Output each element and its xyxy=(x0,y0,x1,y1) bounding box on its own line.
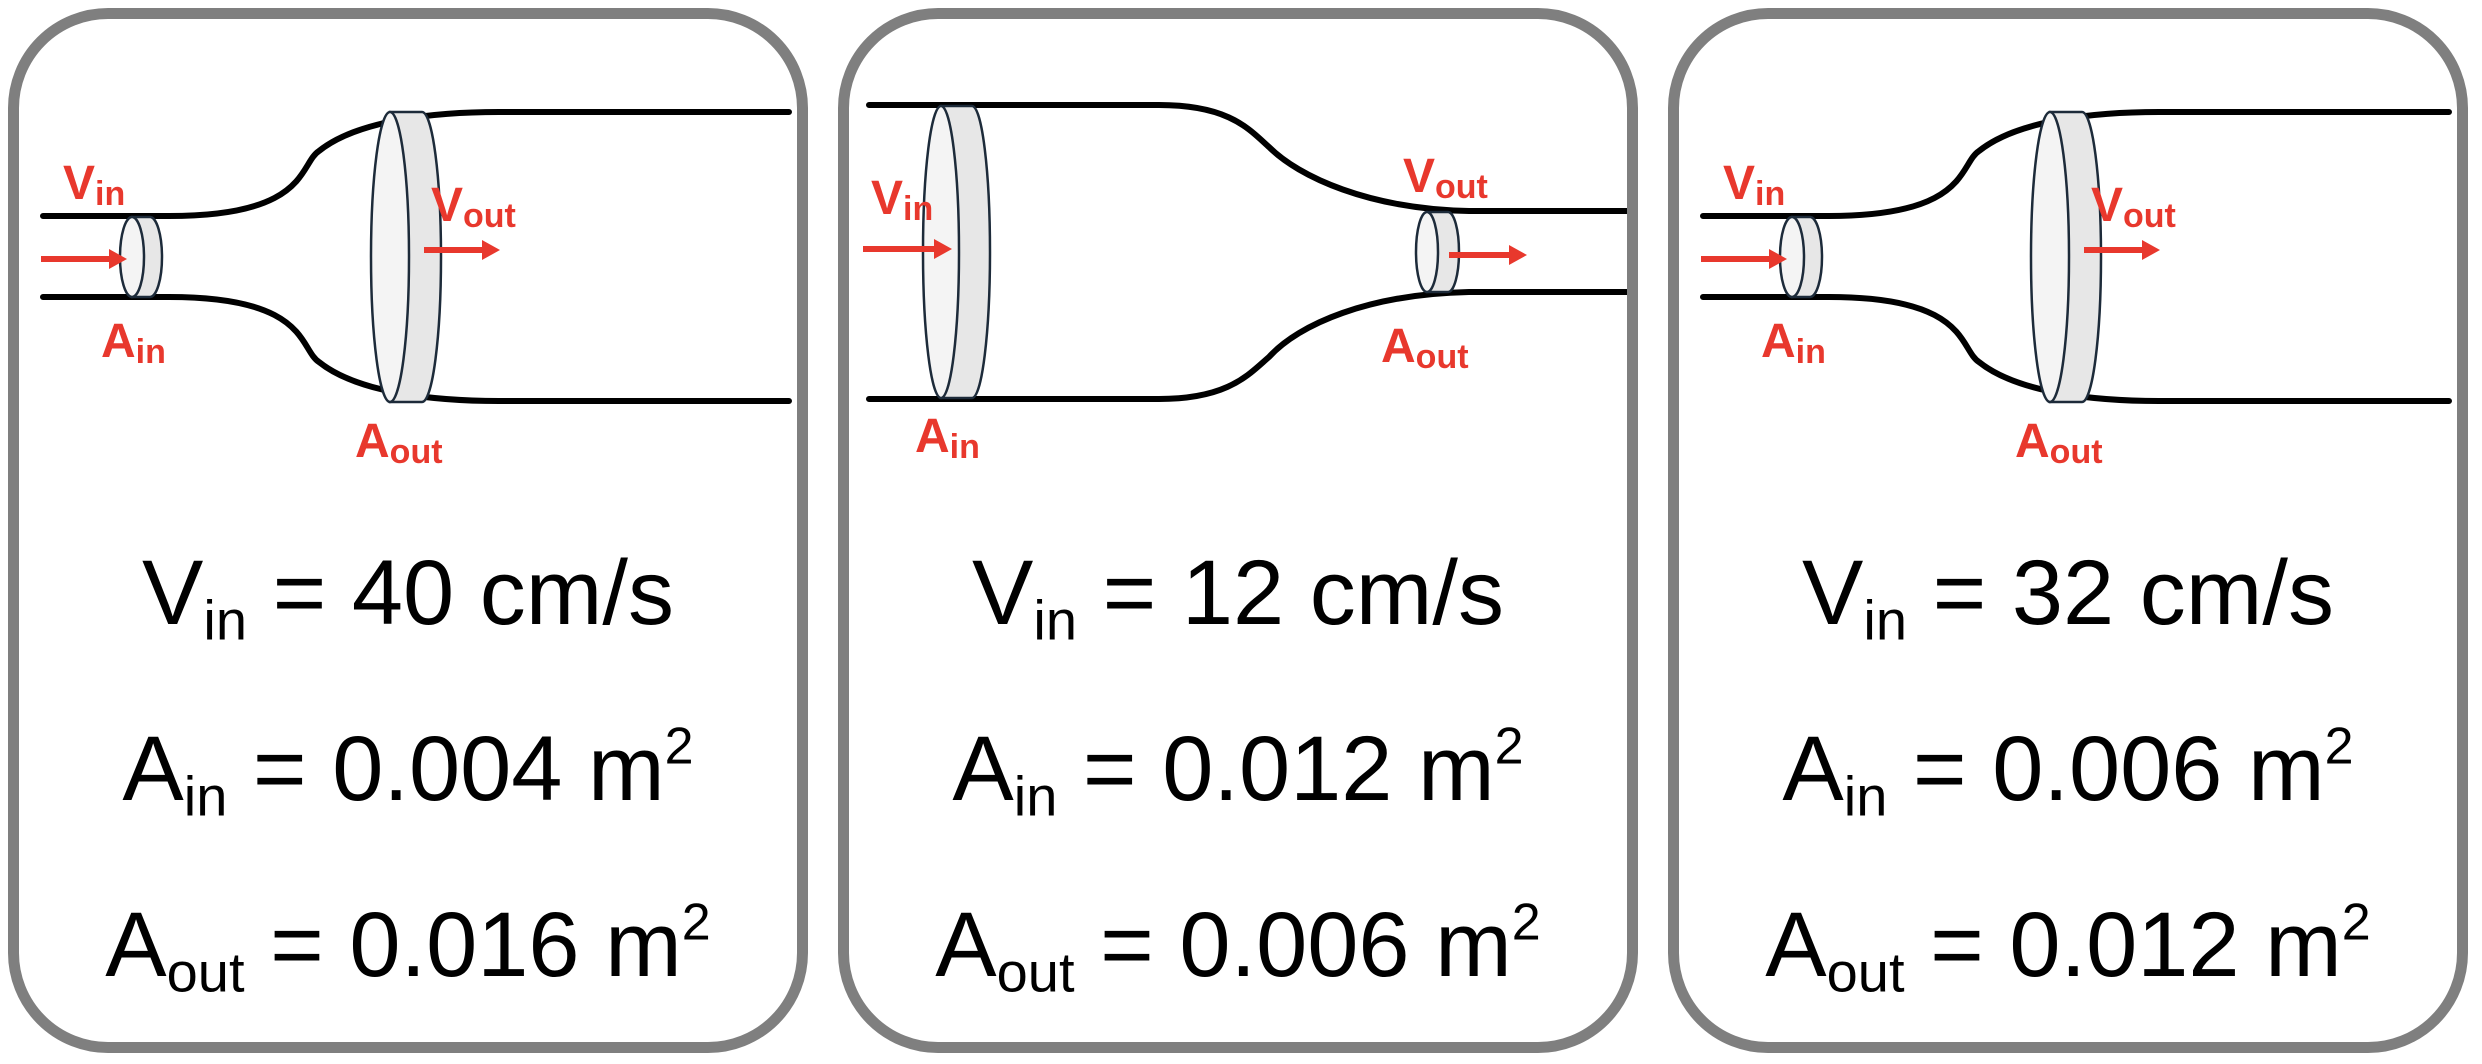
label-a-in: Ain xyxy=(101,315,166,371)
label-a-in: Ain xyxy=(1761,315,1826,371)
label-v-in: Vin xyxy=(1723,157,1785,213)
label-v-in: Vin xyxy=(871,172,933,228)
equation-a-out: Aout = 0.012 m2 xyxy=(1765,893,2371,1004)
pipe-bottom-wall xyxy=(866,289,1627,402)
equation-a-out: Aout = 0.006 m2 xyxy=(935,893,1541,1004)
pipe-top-wall xyxy=(866,102,1627,214)
equation-a-in: Ain = 0.012 m2 xyxy=(952,717,1524,828)
label-v-out: Vout xyxy=(431,179,516,235)
panel-2: Vin Vout Ain Aout Vin = 12 cm/s Ain = 0.… xyxy=(838,8,1638,1053)
inflow-arrow xyxy=(863,239,952,259)
label-a-out: Aout xyxy=(355,415,443,471)
panel-3: Vin Vout Ain Aout Vin = 32 cm/s Ain = 0.… xyxy=(1668,8,2468,1053)
outlet-disk xyxy=(369,110,443,404)
pipe-top-wall xyxy=(40,109,792,219)
outflow-arrow xyxy=(424,240,500,260)
outlet-disk xyxy=(1414,210,1461,294)
label-v-out: Vout xyxy=(2091,179,2176,235)
label-a-out: Aout xyxy=(2015,415,2103,471)
equation-a-in: Ain = 0.006 m2 xyxy=(1782,717,2354,828)
label-v-out: Vout xyxy=(1403,150,1488,206)
equation-v-in: Vin = 12 cm/s xyxy=(972,542,1504,652)
pipe-diagram-1: Vin Vout Ain Aout xyxy=(40,109,792,471)
inflow-arrow xyxy=(41,249,127,269)
outflow-arrow xyxy=(1449,245,1527,265)
pipe-bottom-wall xyxy=(1700,294,2452,404)
pipe-top-wall xyxy=(1700,109,2452,219)
label-a-out: Aout xyxy=(1381,320,1469,376)
inlet-disk xyxy=(1778,215,1824,299)
pipe-diagram-3: Vin Vout Ain Aout xyxy=(1700,109,2452,471)
equation-a-out: Aout = 0.016 m2 xyxy=(105,893,711,1004)
panel-1: Vin Vout Ain Aout Vin = 40 cm/s Ain = 0.… xyxy=(8,8,808,1053)
label-a-in: Ain xyxy=(915,410,980,466)
pipe-bottom-wall xyxy=(40,294,792,404)
inlet-disk xyxy=(118,215,164,299)
outlet-disk xyxy=(2029,110,2103,404)
outflow-arrow xyxy=(2084,240,2160,260)
equation-v-in: Vin = 40 cm/s xyxy=(142,542,674,652)
equation-a-in: Ain = 0.004 m2 xyxy=(122,717,694,828)
equation-v-in: Vin = 32 cm/s xyxy=(1802,542,2334,652)
pipe-diagram-2: Vin Vout Ain Aout xyxy=(863,102,1627,466)
inflow-arrow xyxy=(1701,249,1787,269)
label-v-in: Vin xyxy=(63,157,125,213)
